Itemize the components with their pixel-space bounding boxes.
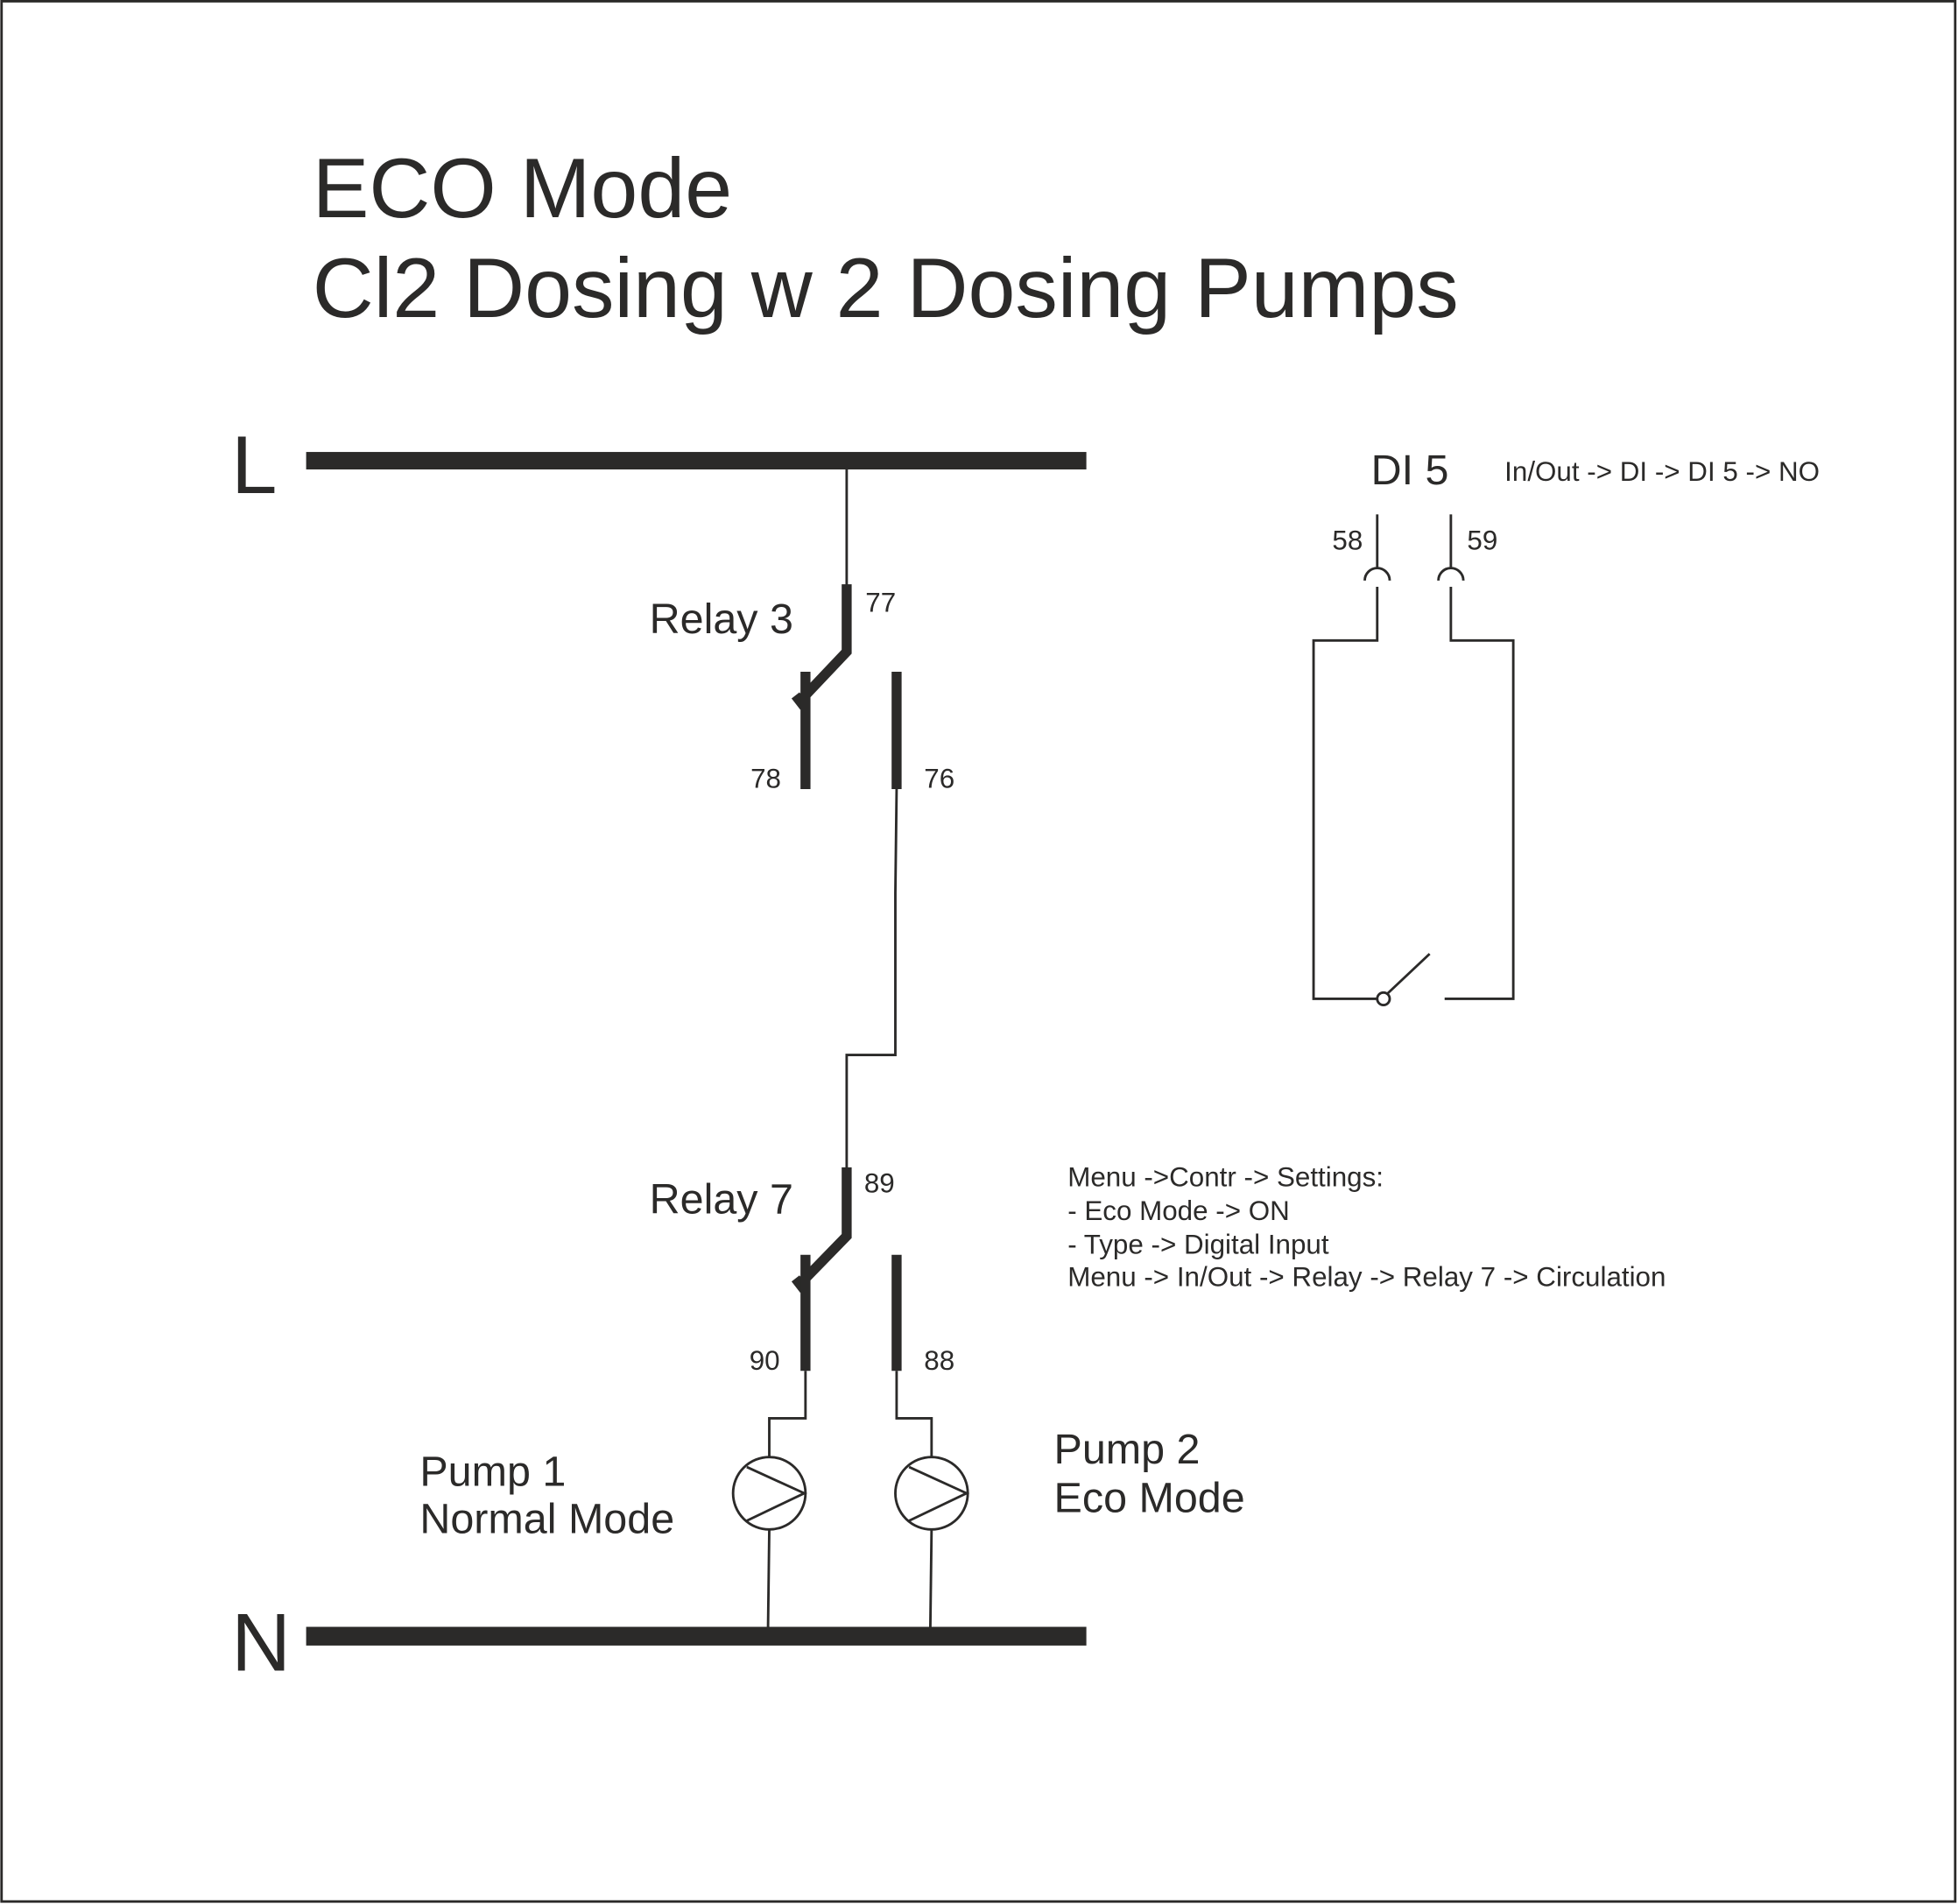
terminal-59-icon [1437,567,1465,581]
neutral-label: N [231,1596,291,1688]
wire-pump1-to-neutral [766,1529,771,1628]
wire-pump2-to-neutral [928,1529,933,1628]
pump1-label: Pump 1 [419,1448,566,1495]
neutral-rail [306,1626,1087,1646]
pump1-icon [731,1456,807,1531]
note-line-2: - Eco Mode -> ON [1067,1195,1290,1226]
note-line-4: Menu -> In/Out -> Relay -> Relay 7 -> Ci… [1067,1261,1666,1292]
relay7-terminal-no: 88 [924,1345,954,1376]
relay7-contact [791,1167,902,1372]
relay3-terminal-no: 76 [924,764,954,794]
di5-setting: In/Out -> DI -> DI 5 -> NO [1504,456,1820,487]
live-rail [306,452,1087,470]
relay7-terminal-common: 89 [864,1167,895,1198]
di5-label: DI 5 [1371,447,1449,494]
wire-to-pump2 [895,1371,933,1457]
wire-to-pump1 [768,1371,807,1457]
pump2-mode: Eco Mode [1054,1474,1245,1521]
di5-terminal-59: 59 [1467,525,1497,555]
wire-relay3-to-relay7 [845,788,898,1170]
di5-circuit [1312,514,1515,1007]
pump1-mode: Normal Mode [419,1496,674,1543]
relay7-label: Relay 7 [650,1176,793,1223]
relay3-terminal-common: 77 [865,588,896,618]
note-line-1: Menu ->Contr -> Settings: [1067,1161,1384,1192]
switch-blade [1386,953,1431,995]
note-line-3: - Type -> Digital Input [1067,1229,1329,1259]
relay7-terminal-nc: 90 [750,1345,780,1376]
pump2-label: Pump 2 [1054,1426,1201,1473]
relay3-terminal-nc: 78 [750,764,781,794]
title-line-1: ECO Mode [313,140,732,236]
di5-terminal-58: 58 [1332,525,1363,555]
relay3-contact [791,584,902,789]
pump2-icon [894,1456,970,1531]
live-label: L [231,419,277,511]
title-line-2: Cl2 Dosing w 2 Dosing Pumps [313,240,1459,335]
switch-pivot-icon [1376,991,1391,1007]
relay3-label: Relay 3 [650,596,793,643]
terminal-58-icon [1363,567,1391,581]
